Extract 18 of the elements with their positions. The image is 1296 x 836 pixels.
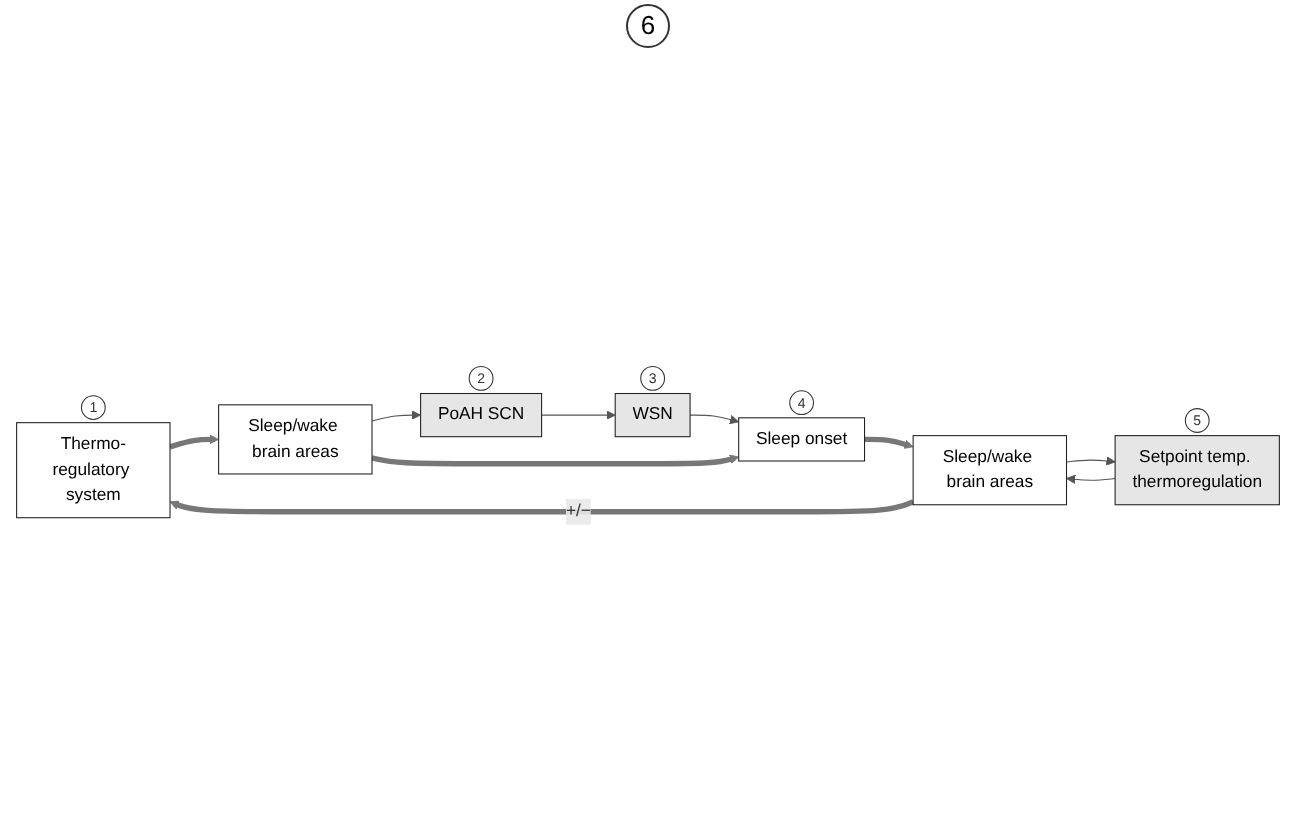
- node-box: Thermo-regulatory system: [16, 422, 171, 519]
- node-box: WSN: [614, 392, 691, 438]
- edge-label: +/−: [565, 502, 591, 521]
- node-box: PoAH SCN: [420, 392, 543, 438]
- arrow: [541, 410, 616, 420]
- arrow: [371, 454, 740, 467]
- node-box: Sleep onset: [738, 417, 866, 462]
- arrow: [371, 410, 422, 422]
- node-box: Sleep/wake brain areas: [218, 404, 373, 475]
- callout-number: 6: [626, 4, 670, 48]
- node-box: Setpoint temp. thermoregulation: [1114, 435, 1280, 506]
- node-box: Sleep/wake brain areas: [912, 435, 1068, 506]
- arrow: [169, 434, 220, 450]
- arrow: [689, 414, 740, 425]
- arrow: [864, 436, 914, 449]
- arrow: [169, 499, 915, 515]
- arrow: [1066, 474, 1116, 485]
- arrow: [1065, 456, 1116, 466]
